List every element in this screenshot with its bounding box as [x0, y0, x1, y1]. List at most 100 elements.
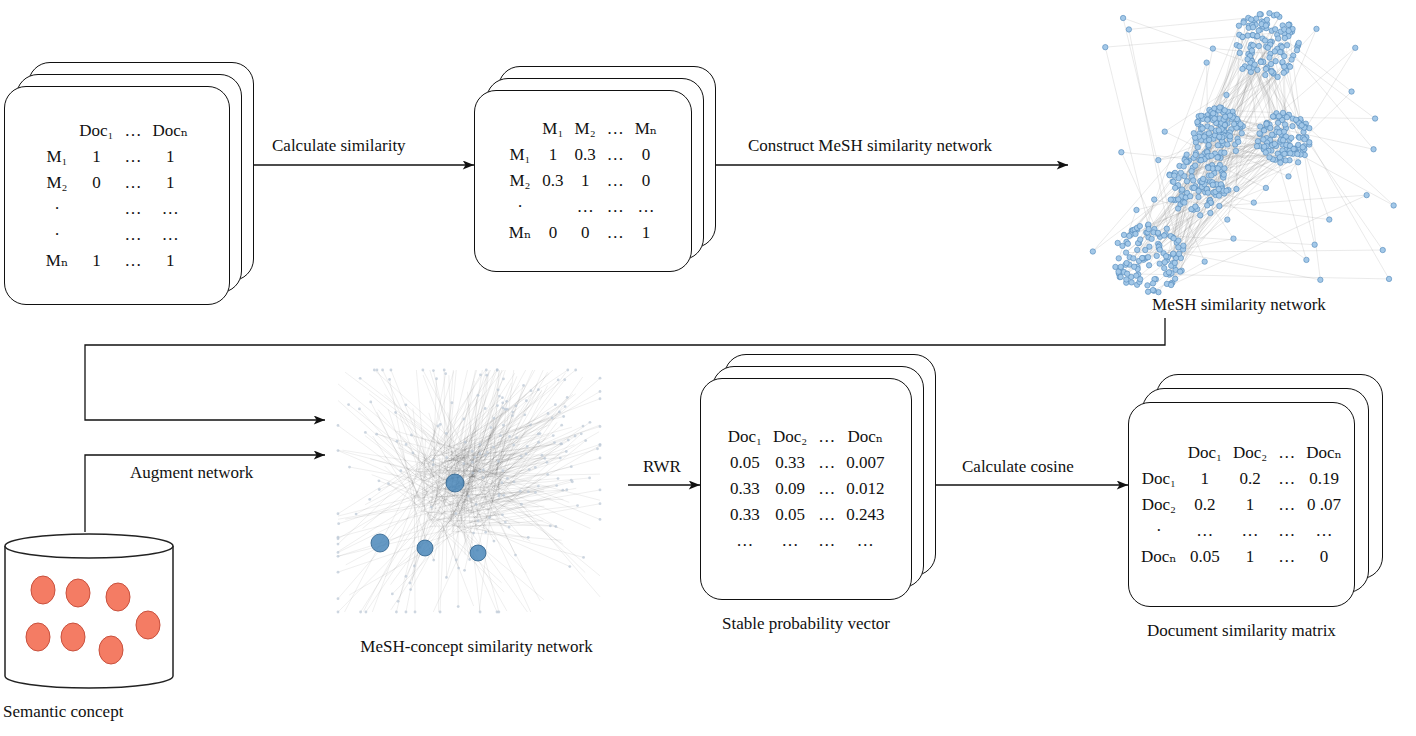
- network-dot: [1245, 33, 1250, 38]
- network-dot: [537, 433, 540, 436]
- network-dot: [1272, 49, 1277, 54]
- network-dot: [557, 379, 560, 382]
- network-dot: [1250, 43, 1255, 48]
- network-dot: [1286, 28, 1291, 33]
- network-dot: [1391, 203, 1396, 208]
- network-dot: [501, 513, 504, 516]
- network-dot: [549, 524, 552, 527]
- network-link: [1154, 188, 1266, 233]
- network-dot: [568, 565, 571, 568]
- matrix-cell: M₁: [542, 116, 563, 142]
- edge-label-box: Construct MeSH similarity network: [748, 136, 992, 156]
- network-dot: [1172, 173, 1177, 178]
- network-dot: [570, 465, 573, 468]
- network-dot: [1172, 276, 1177, 281]
- network-dot: [405, 611, 408, 614]
- matrix-cell: …: [125, 144, 142, 170]
- network-dot: [501, 401, 504, 404]
- network-dot: [1200, 126, 1205, 131]
- network-dot: [1296, 40, 1301, 45]
- network-dot: [1171, 236, 1176, 241]
- network-link: [1196, 28, 1249, 143]
- network-dot: [1198, 157, 1203, 162]
- network-dot: [1202, 259, 1207, 264]
- network-dot: [1191, 131, 1196, 136]
- network-link: [1309, 128, 1393, 205]
- matrix-cell: Doc₁: [1188, 440, 1222, 466]
- network-dot: [468, 558, 471, 561]
- caption-text: MeSH-concept similarity network: [360, 637, 592, 656]
- network-link: [1119, 274, 1389, 279]
- network-dot: [1170, 252, 1175, 257]
- matrix-cell: 0 .07: [1307, 492, 1341, 518]
- network-dot: [457, 567, 460, 570]
- network-dot: [387, 482, 390, 485]
- network-dot: [1157, 247, 1162, 252]
- network-link: [1214, 108, 1393, 205]
- network-dot: [1202, 134, 1207, 139]
- network-dot: [337, 571, 340, 574]
- matrix-cell: 0.012: [846, 476, 884, 502]
- network-link: [1267, 68, 1389, 279]
- network-dot: [1117, 274, 1122, 279]
- network-dot: [1302, 137, 1307, 142]
- network-dot: [1224, 92, 1229, 97]
- network-dot: [565, 450, 568, 453]
- network-dot: [432, 463, 435, 466]
- cylinder-shape: [3, 532, 175, 692]
- network-dot: [337, 449, 340, 452]
- network-dot: [477, 394, 480, 397]
- network-dot: [1289, 57, 1294, 62]
- network-dot: [373, 369, 376, 372]
- network-dot: [534, 466, 537, 469]
- network-link: [1123, 18, 1177, 243]
- network-dot: [520, 455, 523, 458]
- network-dot: [1258, 132, 1263, 137]
- network-dot: [584, 439, 587, 442]
- network-dot: [1113, 264, 1118, 269]
- cylinder-body: [5, 546, 173, 688]
- network-dot: [485, 374, 488, 377]
- matrix-cell: Doc₁: [1142, 466, 1176, 492]
- network-link: [1152, 130, 1219, 239]
- network-link: [457, 370, 500, 533]
- network-dot: [1210, 182, 1215, 187]
- network-dot: [508, 435, 511, 438]
- network-link: [1180, 110, 1219, 271]
- network-dot: [1103, 44, 1108, 49]
- matrix-cell: 0.09: [775, 476, 805, 502]
- network-dot: [537, 485, 540, 488]
- network-link: [1224, 168, 1266, 187]
- network-link: [1186, 145, 1298, 198]
- network-dot: [1267, 55, 1272, 60]
- network-link: [1262, 21, 1352, 91]
- network-dot: [1293, 117, 1298, 122]
- network-dot: [529, 424, 532, 427]
- matrix-cell: 1: [1246, 544, 1255, 570]
- network-dot: [482, 476, 485, 479]
- network-dot: [1288, 151, 1293, 156]
- edge-label: Calculate cosine: [962, 457, 1074, 476]
- network-dot: [410, 434, 413, 437]
- network-dot: [589, 421, 592, 424]
- network-dot: [1240, 34, 1245, 39]
- network-link: [338, 384, 440, 468]
- network-link: [479, 512, 490, 612]
- matrix-cell: …: [1278, 492, 1295, 518]
- network-dot: [551, 416, 554, 419]
- network-dot: [439, 611, 442, 614]
- network-dot: [565, 488, 568, 491]
- network-dot: [1257, 12, 1262, 17]
- network-dot: [559, 457, 562, 460]
- network-link: [1227, 29, 1275, 123]
- network-dot: [1121, 232, 1126, 237]
- network-link: [430, 454, 559, 456]
- network-dot: [1353, 45, 1358, 50]
- matrix-cell: …: [125, 118, 142, 144]
- matrix-cell: 1: [1246, 492, 1255, 518]
- matrix-grid: M₁M₂…MₙM₁10.3…0M₂0.31…0·………Mₙ00…1: [509, 116, 657, 246]
- network-dot: [1286, 22, 1291, 27]
- network-dot: [1264, 120, 1269, 125]
- network-dot: [515, 404, 518, 407]
- network-dot: [1139, 255, 1144, 260]
